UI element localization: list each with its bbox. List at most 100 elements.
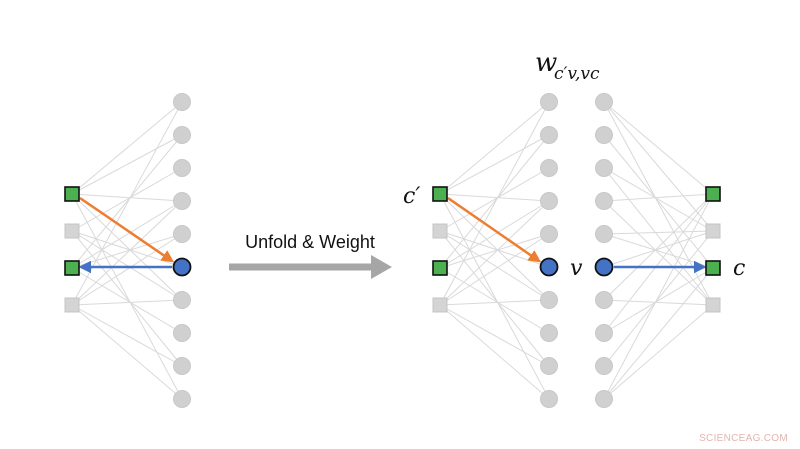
- variable-node-label-v: v: [570, 256, 583, 281]
- middle-check-node-3: [432, 260, 448, 276]
- left-variable-node-8: [173, 324, 191, 342]
- unfold-weight-label: Unfold & Weight: [245, 232, 375, 252]
- right-edge: [603, 193, 714, 334]
- middle-edge: [439, 233, 550, 306]
- middle-variable-node-b-1: [595, 93, 613, 111]
- middle-check-node-4: [432, 297, 448, 313]
- left-edge: [71, 304, 183, 400]
- middle-variable-node-a-4: [540, 192, 558, 210]
- middle-variable-node-a-1: [540, 93, 558, 111]
- left-variable-node-5: [173, 225, 191, 243]
- right-check-node-1: [705, 186, 721, 202]
- left-variable-node-1: [173, 93, 191, 111]
- middle-variable-node-b-5: [595, 225, 613, 243]
- middle-variable-node-a-9: [540, 357, 558, 375]
- right-edge: [603, 134, 714, 269]
- right-edge: [603, 193, 714, 202]
- weight-label-subscript: c′v,vc: [554, 64, 600, 84]
- right-check-node-4: [705, 297, 721, 313]
- middle-edge: [439, 299, 550, 306]
- middle-edge: [439, 304, 550, 367]
- middle-edge: [439, 101, 550, 195]
- left-check-node-3: [64, 260, 80, 276]
- right-edge: [603, 193, 714, 301]
- middle-variable-node-b-9: [595, 357, 613, 375]
- middle-variable-node-a-7: [540, 291, 558, 309]
- left-variable-node-7: [173, 291, 191, 309]
- check-node-label-c-prime: c′: [403, 184, 420, 209]
- left-variable-node-4: [173, 192, 191, 210]
- left-variable-node-2: [173, 126, 191, 144]
- left-check-node-2: [64, 223, 80, 239]
- left-edge: [71, 167, 183, 232]
- orange-message-arrow-right: [447, 196, 542, 263]
- middle-variable-node-b-4: [595, 192, 613, 210]
- middle-variable-node-a-5: [540, 225, 558, 243]
- watermark: SCIENCEAG.COM: [699, 433, 788, 444]
- left-edge: [71, 230, 183, 268]
- left-edge: [71, 193, 183, 202]
- middle-edge: [439, 267, 550, 334]
- left-edge: [71, 193, 183, 301]
- middle-edge: [439, 304, 550, 400]
- right-check-node-3: [705, 260, 721, 276]
- left-check-node-4: [64, 297, 80, 313]
- left-edge: [71, 134, 183, 269]
- right-edge: [603, 230, 714, 268]
- middle-variable-node-b-7: [595, 291, 613, 309]
- right-check-node-2: [705, 223, 721, 239]
- graph-edges: [71, 101, 714, 400]
- middle-variable-node-b-3: [595, 159, 613, 177]
- middle-edge: [439, 230, 550, 301]
- left-variable-node-3: [173, 159, 191, 177]
- unfold-arrow: [229, 255, 392, 279]
- middle-edge: [439, 167, 550, 232]
- middle-variable-node-b-2: [595, 126, 613, 144]
- middle-edge: [439, 193, 550, 301]
- left-edge: [71, 230, 183, 367]
- right-edge: [603, 200, 714, 306]
- left-edge: [71, 304, 183, 367]
- middle-variable-node-a-2: [540, 126, 558, 144]
- weight-label-w: w: [535, 48, 557, 78]
- middle-variable-node-a-6: [539, 257, 559, 277]
- middle-edge: [439, 230, 550, 367]
- middle-edge: [439, 134, 550, 269]
- left-variable-node-10: [173, 390, 191, 408]
- left-variable-node-6: [172, 257, 192, 277]
- middle-edge: [439, 193, 550, 202]
- middle-check-node-1: [432, 186, 448, 202]
- orange-message-arrow-left: [79, 196, 175, 263]
- left-check-node-1: [64, 186, 80, 202]
- left-edge: [71, 134, 183, 195]
- left-edge: [71, 200, 183, 306]
- graph-nodes: [64, 93, 721, 408]
- middle-check-node-2: [432, 223, 448, 239]
- left-edge: [71, 233, 183, 306]
- middle-edge: [439, 193, 550, 400]
- left-edge: [71, 193, 183, 400]
- right-edge: [603, 230, 714, 367]
- left-edge: [71, 200, 183, 269]
- right-edge: [603, 193, 714, 400]
- right-edge: [603, 101, 714, 306]
- left-edge: [71, 230, 183, 301]
- middle-edge: [439, 230, 550, 268]
- right-edge: [603, 304, 714, 400]
- left-edge: [71, 267, 183, 334]
- right-edge: [603, 267, 714, 334]
- right-edge: [603, 167, 714, 306]
- left-edge: [71, 101, 183, 195]
- left-edge: [71, 299, 183, 306]
- middle-edge: [439, 134, 550, 195]
- middle-edge: [439, 101, 550, 306]
- middle-edge: [439, 200, 550, 306]
- right-edge: [603, 267, 714, 400]
- middle-edge: [439, 233, 550, 269]
- unfold-arrow-head: [371, 255, 392, 279]
- middle-variable-node-a-8: [540, 324, 558, 342]
- middle-variable-node-b-6: [594, 257, 614, 277]
- right-edge: [603, 101, 714, 232]
